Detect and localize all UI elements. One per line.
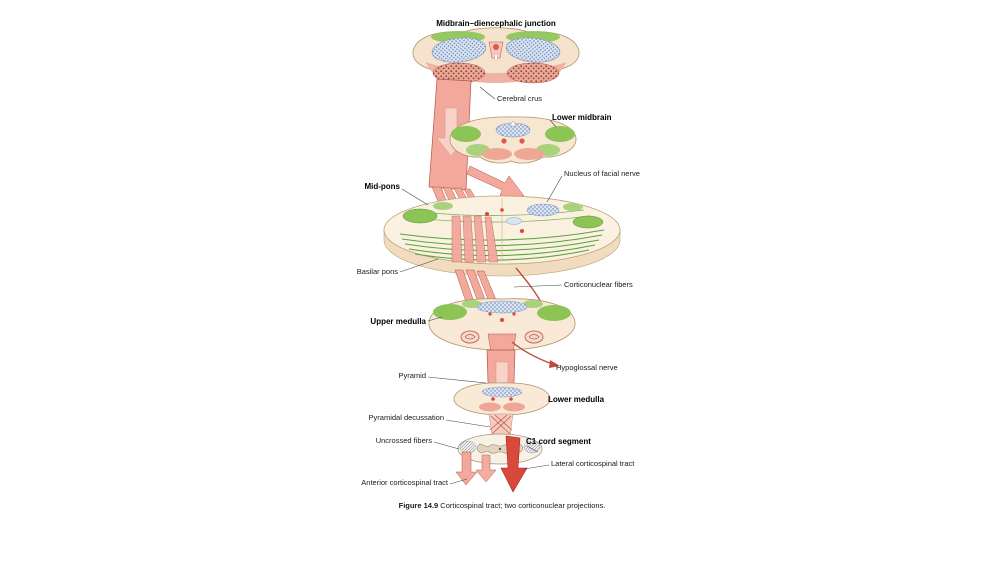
inferior-olive-left [460, 330, 480, 344]
leader-lines [399, 86, 563, 485]
pyramidal-decussation-region [488, 413, 514, 437]
label-uncrossed-fibers: Uncrossed fibers [375, 436, 432, 445]
anterior-corticospinal-arrow [455, 451, 497, 486]
leader-corticonuclear-fibers [513, 284, 563, 288]
red-nucleus [501, 138, 507, 144]
section-lower-medulla [453, 382, 551, 416]
cerebral-aqueduct [510, 121, 516, 127]
label-pyramidal-decussation: Pyramidal decussation [368, 413, 444, 422]
label-basilar-pons: Basilar pons [356, 267, 398, 276]
section-lower-midbrain [449, 116, 577, 164]
lateral-corticospinal-arrow [500, 435, 528, 493]
label-c1-cord-segment: C1 cord segment [526, 437, 591, 446]
label-lateral-corticospinal-tract: Lateral corticospinal tract [551, 459, 635, 468]
corticonuclear-branch-arrow [466, 165, 525, 200]
leader-cerebral-crus [479, 86, 496, 100]
hypoglossal-nerve-arrow [511, 341, 560, 368]
label-lower-midbrain: Lower midbrain [552, 113, 612, 122]
section-c1-cord-segment [457, 433, 543, 465]
label-pyramid: Pyramid [398, 371, 426, 380]
inferior-olive-right [524, 330, 544, 344]
label-mid-pons: Mid-pons [364, 182, 400, 191]
section-midbrain-diencephalic-junction [412, 27, 580, 84]
green-region [537, 305, 571, 321]
label-cerebral-crus: Cerebral crus [497, 94, 543, 103]
green-region [402, 208, 438, 224]
leader-mid-pons [401, 188, 429, 206]
leader-pyramid [427, 376, 487, 384]
label-anterior-corticospinal-tract: Anterior corticospinal tract [361, 478, 448, 487]
figure-caption-text: Corticospinal tract; two corticonuclear … [438, 501, 606, 510]
leader-pyramidal-decussation [445, 419, 491, 428]
leader-uncrossed-fibers [433, 441, 460, 450]
figure-caption: Figure 14.9 Corticospinal tract; two cor… [347, 501, 657, 510]
red-nucleus [519, 138, 525, 144]
section-mid-pons [383, 195, 621, 277]
leader-upper-medulla [427, 316, 443, 322]
label-hypoglossal-nerve: Hypoglossal nerve [556, 363, 618, 372]
green-region [451, 126, 481, 142]
leader-lateral-corticospinal-tract [523, 464, 550, 470]
label-midbrain-diencephalic-junction: Midbrain–diencephalic junction [436, 19, 556, 28]
pyramid-region [487, 333, 517, 353]
leader-lower-midbrain [549, 119, 557, 128]
green-region [545, 126, 575, 142]
figure-caption-number: Figure 14.9 [398, 501, 439, 510]
leader-anterior-corticospinal-tract [449, 478, 468, 485]
leader-nucleus-of-facial-nerve [546, 175, 563, 203]
red-nucleus [493, 44, 499, 50]
green-region [433, 304, 467, 320]
green-region [572, 215, 604, 229]
central-canal [498, 447, 502, 451]
section-upper-medulla [428, 298, 576, 353]
label-corticonuclear-fibers: Corticonuclear fibers [564, 280, 633, 289]
label-nucleus-of-facial-nerve: Nucleus of facial nerve [564, 169, 640, 178]
label-lower-medulla: Lower medulla [548, 395, 605, 404]
leader-basilar-pons [399, 258, 439, 273]
leader-c1-cord-segment [526, 445, 539, 453]
label-upper-medulla: Upper medulla [370, 317, 426, 326]
